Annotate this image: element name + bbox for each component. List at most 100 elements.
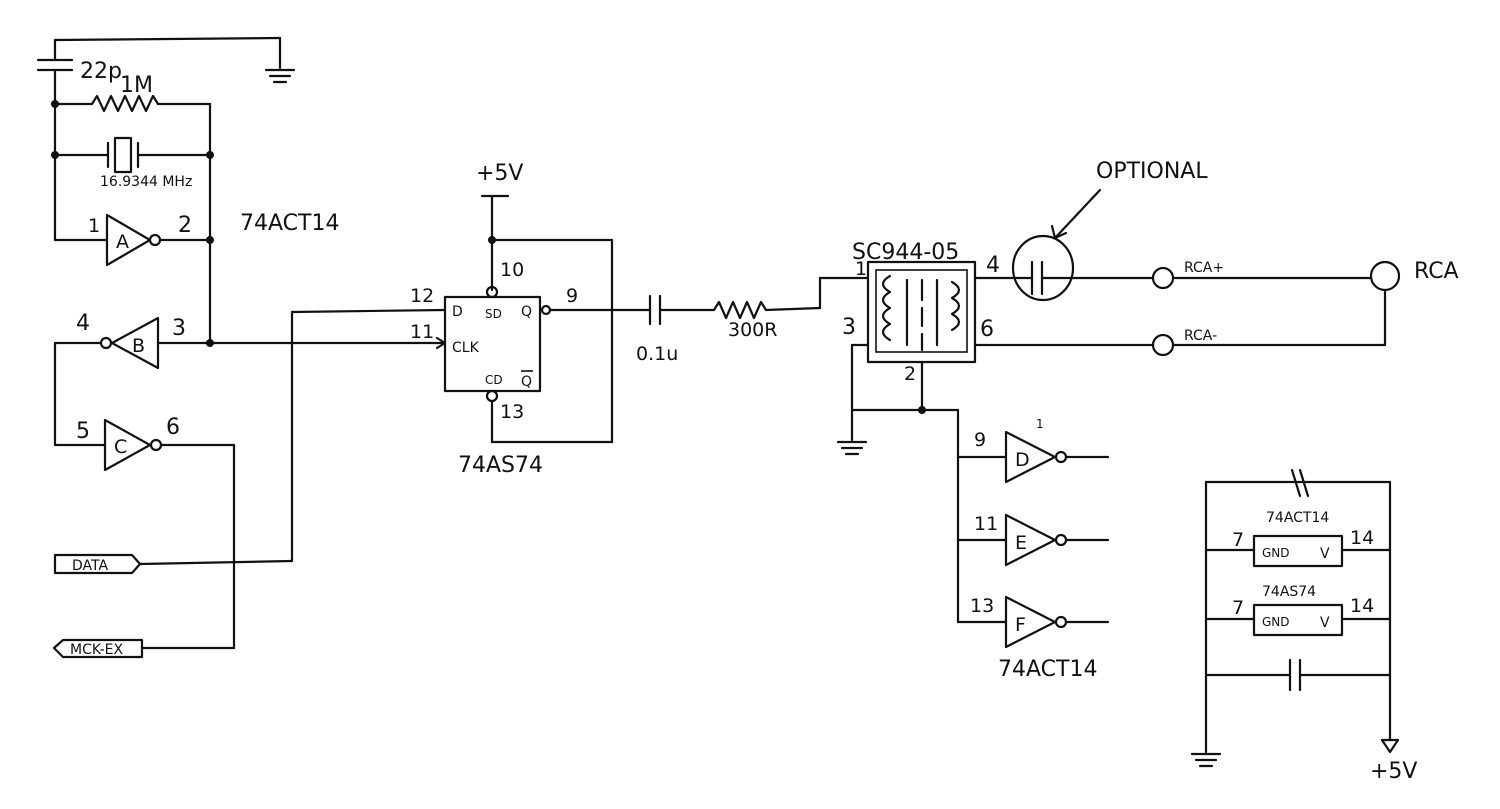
resistor-1m xyxy=(53,94,212,113)
crystal-frequency-label: 16.9344 MHz xyxy=(100,174,192,190)
bus-slash xyxy=(1290,468,1302,498)
power-chip2-pin-vcc: 14 xyxy=(1350,595,1374,617)
crystal-oscillator: 22p 1M 16.9344 MHz A 1 2 74ACT14 xyxy=(36,36,447,650)
power-chip1-pin-vcc: 14 xyxy=(1350,527,1374,549)
gate-f-pin-in: 13 xyxy=(970,595,994,617)
power-chip2-label: 74AS74 xyxy=(1262,584,1316,600)
xfmr-pin6: 6 xyxy=(980,317,994,342)
coupling-res-label: 300R xyxy=(728,319,777,341)
wire-data xyxy=(290,308,447,314)
gate-e-symbol xyxy=(1004,513,1057,567)
capacitor-22p xyxy=(36,58,74,72)
power-chip2-v: V xyxy=(1320,615,1330,631)
xfmr-pin4: 4 xyxy=(986,253,1000,278)
gate-a-inversion-bubble xyxy=(148,233,162,247)
power-chip2-pin-gnd: 7 xyxy=(1232,597,1244,619)
rca-label: RCA xyxy=(1414,259,1459,284)
power-chip1-pin-gnd: 7 xyxy=(1232,529,1244,551)
coupling-network: 0.1u 300R xyxy=(636,276,870,365)
wire-data xyxy=(138,559,294,566)
gate-a-pin-in: 1 xyxy=(88,215,100,237)
gate-a-pin-out: 2 xyxy=(178,213,192,238)
coupling-cap-label: 0.1u xyxy=(636,343,678,365)
ff-pin-sd: 10 xyxy=(500,259,524,281)
cd-bubble xyxy=(485,389,499,403)
unused-gates: D 9 1 E 11 F 13 74ACT14 xyxy=(956,408,1110,682)
ff-pin-q: 9 xyxy=(566,285,578,307)
ground-symbol xyxy=(264,68,296,84)
gate-c-pin-in: 5 xyxy=(76,419,90,444)
secondary-coil xyxy=(950,280,961,332)
rca-plus-label: RCA+ xyxy=(1184,260,1224,276)
ff-supply-label: +5V xyxy=(476,161,523,186)
osc-chip-label: 74ACT14 xyxy=(240,211,339,236)
transformer-sc944: SC944-05 1 3 2 4 6 xyxy=(836,240,1155,456)
gate-d-pin-in: 9 xyxy=(974,429,986,451)
flipflop-74as74: +5V D CLK SD CD Q Q 12 11 10 9 13 74AS74 xyxy=(410,161,652,478)
xfmr-part-label: SC944-05 xyxy=(852,240,959,265)
supply-arrow xyxy=(1380,738,1400,754)
gate-e-inversion-bubble xyxy=(1054,533,1068,547)
ff-chip-label: 74AS74 xyxy=(458,453,543,478)
gate-b-symbol xyxy=(110,316,160,370)
xfmr-pin2: 2 xyxy=(904,363,916,385)
gate-a-symbol xyxy=(105,213,152,267)
optional-circle xyxy=(1011,234,1075,302)
gate-b-pin-out: 4 xyxy=(76,311,90,336)
gate-d-extra: 1 xyxy=(1036,417,1044,431)
mck-connector: MCK-EX xyxy=(52,638,236,659)
gate-b-letter: B xyxy=(132,335,145,357)
gate-c-letter: C xyxy=(114,436,127,458)
cap-22p-label: 22p xyxy=(80,59,122,84)
bus-slash xyxy=(1298,468,1310,498)
output-section: OPTIONAL RCA+ RCA- RCA xyxy=(1011,159,1459,357)
gate-b-pin-in: 3 xyxy=(172,316,186,341)
xfmr-pin3: 3 xyxy=(842,315,856,340)
primary-coil xyxy=(881,274,892,342)
gate-c-inversion-bubble xyxy=(149,438,163,452)
ff-body xyxy=(443,295,542,393)
ground-symbol xyxy=(836,440,868,456)
gate-f-letter: F xyxy=(1015,614,1026,636)
ff-pin-cd: 13 xyxy=(500,401,524,423)
optional-arrow xyxy=(1053,188,1102,240)
rca-jack xyxy=(1369,260,1401,292)
gate-d-inversion-bubble xyxy=(1054,450,1068,464)
power-chip1-label: 74ACT14 xyxy=(1266,510,1329,526)
gate-a-letter: A xyxy=(116,231,129,253)
gate-e-pin-in: 11 xyxy=(974,513,998,535)
xfmr-pin1: 1 xyxy=(855,258,867,280)
rca-plus-terminal xyxy=(1151,266,1175,290)
ff-label-cd: CD xyxy=(485,373,503,387)
gate-d-letter: D xyxy=(1015,449,1030,471)
crystal-symbol xyxy=(106,136,140,174)
power-chip1-v: V xyxy=(1320,546,1330,562)
gate-e-letter: E xyxy=(1015,532,1027,554)
optional-label: OPTIONAL xyxy=(1096,159,1208,184)
res-1m-label: 1M xyxy=(120,73,153,98)
power-decoupling: 74ACT14 GND V 7 14 74AS74 GND V 7 14 +5V xyxy=(1190,468,1417,784)
mck-connector-label: MCK-EX xyxy=(70,642,123,658)
junction-dot xyxy=(918,406,926,414)
ff-label-q: Q xyxy=(521,304,532,320)
wire xyxy=(53,36,282,42)
ff-label-clk: CLK xyxy=(452,340,480,356)
gate-c-symbol xyxy=(103,418,152,472)
unused-gates-chip-label: 74ACT14 xyxy=(998,657,1097,682)
data-connector-label: DATA xyxy=(72,558,108,574)
ff-label-d: D xyxy=(452,304,463,320)
power-chip2-gnd: GND xyxy=(1262,615,1290,629)
ground-symbol xyxy=(1190,752,1222,768)
gate-c-pin-out: 6 xyxy=(166,415,180,440)
ff-pin-clk: 11 xyxy=(410,321,434,343)
gate-f-inversion-bubble xyxy=(1054,615,1068,629)
power-supply-label: +5V xyxy=(1370,759,1417,784)
ff-label-qbar: Q xyxy=(521,374,532,390)
gate-b-inversion-bubble xyxy=(99,336,113,350)
ff-pin-d: 12 xyxy=(410,285,434,307)
resistor-300r xyxy=(658,300,822,320)
ff-label-sd: SD xyxy=(485,307,502,321)
rca-minus-terminal xyxy=(1151,333,1175,357)
power-chip1-gnd: GND xyxy=(1262,546,1290,560)
